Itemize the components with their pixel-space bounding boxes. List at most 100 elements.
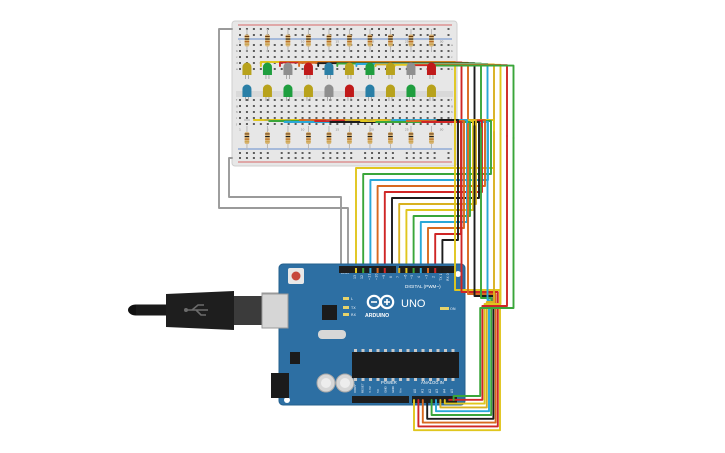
breadboard-hole bbox=[301, 105, 304, 107]
digital-pin-label: ~9 bbox=[382, 275, 386, 280]
breadboard-hole bbox=[239, 99, 241, 101]
breadboard-hole bbox=[273, 111, 276, 113]
breadboard-hole bbox=[294, 50, 297, 52]
breadboard-hole bbox=[384, 117, 387, 119]
breadboard-hole bbox=[412, 44, 415, 46]
rail-hole bbox=[239, 34, 241, 36]
chip-pin bbox=[369, 378, 372, 381]
resistor-band bbox=[367, 38, 373, 40]
breadboard-hole bbox=[447, 56, 450, 58]
led-body bbox=[242, 62, 252, 75]
breadboard-hole bbox=[301, 99, 304, 101]
breadboard-hole bbox=[239, 62, 241, 64]
chip-pin bbox=[451, 349, 455, 352]
breadboard-hole bbox=[245, 123, 248, 125]
rail-hole bbox=[336, 157, 339, 159]
chip-pin bbox=[414, 378, 417, 381]
resistor-body bbox=[306, 132, 311, 144]
breadboard-hole bbox=[329, 123, 332, 125]
breadboard-hole bbox=[447, 44, 450, 46]
power-pin-label: IOREF bbox=[353, 384, 357, 393]
led-body bbox=[344, 84, 354, 97]
breadboard-hole bbox=[252, 105, 255, 107]
digital-header-left bbox=[339, 266, 396, 273]
breadboard-hole bbox=[447, 68, 450, 70]
resistor-band bbox=[408, 38, 414, 40]
rail-hole bbox=[329, 152, 332, 154]
breadboard-hole bbox=[259, 56, 262, 58]
usb-cable[interactable] bbox=[128, 291, 283, 330]
rail-hole bbox=[364, 152, 367, 154]
breadboard-hole bbox=[322, 50, 325, 52]
rail-hole bbox=[239, 157, 241, 159]
rail-hole bbox=[447, 157, 450, 159]
resistor-band bbox=[326, 38, 332, 40]
breadboard-hole bbox=[287, 111, 290, 113]
rail-hole bbox=[294, 28, 297, 30]
breadboard-hole bbox=[252, 111, 255, 113]
breadboard-hole bbox=[433, 105, 436, 107]
breadboard-hole bbox=[433, 44, 436, 46]
row-letter: j bbox=[235, 122, 237, 126]
resistor-body bbox=[367, 34, 373, 47]
resistor-band bbox=[285, 138, 291, 140]
breadboard-hole bbox=[440, 99, 443, 101]
breadboard-hole bbox=[273, 62, 276, 64]
rail-hole bbox=[419, 34, 422, 36]
rail-hole bbox=[405, 34, 408, 36]
resistor-body bbox=[326, 132, 332, 144]
resistor-band bbox=[429, 41, 434, 43]
analog-pin-label: A3 bbox=[435, 389, 439, 393]
chip-pin bbox=[436, 378, 440, 381]
breadboard-hole bbox=[440, 68, 443, 70]
breadboard-hole bbox=[343, 105, 346, 107]
digital-pin-label: ~5 bbox=[410, 275, 414, 280]
rail-hole bbox=[405, 152, 408, 154]
breadboard-hole bbox=[357, 50, 360, 52]
rail-hole bbox=[378, 157, 380, 159]
rail-hole bbox=[371, 152, 374, 154]
breadboard-hole bbox=[287, 99, 290, 101]
l-label: L bbox=[351, 297, 353, 301]
rail-hole bbox=[301, 34, 304, 36]
breadboard-hole bbox=[391, 50, 394, 52]
breadboard-hole bbox=[252, 50, 255, 52]
analog-wire bbox=[417, 121, 499, 428]
analog-wire bbox=[430, 127, 493, 416]
breadboard-hole bbox=[371, 56, 374, 58]
model-label: UNO bbox=[401, 298, 426, 310]
resistor-band bbox=[347, 138, 352, 140]
breadboard-hole bbox=[280, 44, 283, 46]
breadboard-hole bbox=[315, 44, 318, 46]
analog-wire bbox=[435, 129, 490, 413]
breadboard-hole bbox=[273, 123, 276, 125]
breadboard-hole bbox=[239, 105, 241, 107]
rail-hole bbox=[419, 157, 422, 159]
breadboard-hole bbox=[398, 68, 401, 70]
brand-label: ARDUINO bbox=[365, 313, 389, 319]
resistor-body bbox=[244, 132, 250, 144]
breadboard-hole bbox=[398, 99, 401, 101]
rail-hole bbox=[239, 28, 241, 30]
chip-pin bbox=[421, 378, 425, 381]
resistor-body bbox=[265, 132, 270, 144]
led-body bbox=[242, 84, 252, 97]
breadboard-hole bbox=[391, 123, 394, 125]
rail-hole bbox=[280, 152, 283, 154]
resistor-band bbox=[285, 43, 291, 45]
breadboard-hole bbox=[239, 56, 241, 58]
resistor-band bbox=[265, 136, 270, 138]
breadboard-hole bbox=[294, 111, 297, 113]
breadboard-hole bbox=[398, 123, 401, 125]
breadboard-hole bbox=[440, 56, 443, 58]
chip-pin bbox=[354, 378, 357, 381]
rail-hole bbox=[391, 152, 394, 154]
breadboard-hole bbox=[343, 44, 346, 46]
arduino-uno-board[interactable]: L TX RX ON UNO ARDUINO DIGITAL (PWM~) PO… bbox=[261, 263, 466, 406]
voltage-regulator bbox=[290, 352, 300, 364]
wires-over-board bbox=[355, 119, 515, 432]
breadboard-hole bbox=[350, 123, 353, 125]
breadboard-hole bbox=[343, 68, 346, 70]
breadboard-hole bbox=[266, 123, 269, 125]
